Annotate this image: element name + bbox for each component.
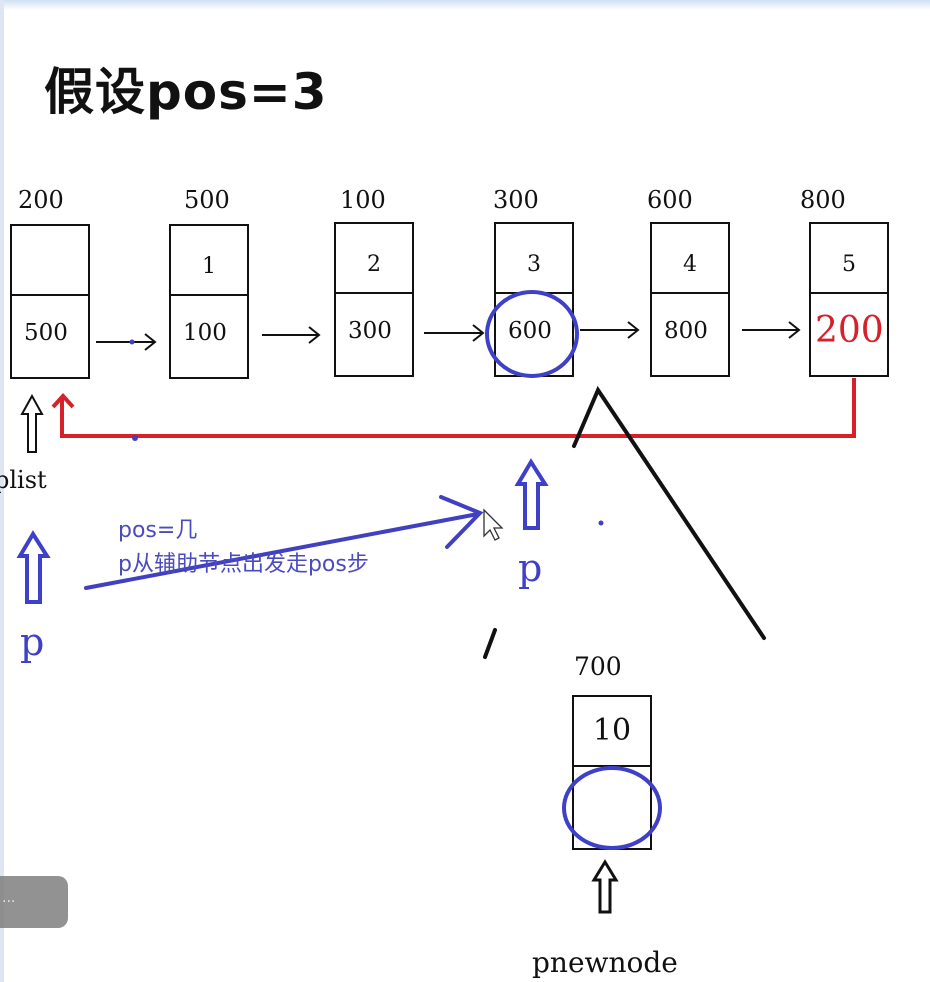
video-overlay-chip[interactable]: ... bbox=[0, 876, 68, 928]
window-left-edge bbox=[0, 0, 4, 982]
node-next-value: 500 bbox=[24, 320, 68, 346]
node-4-address: 600 bbox=[647, 186, 693, 214]
node-next-cell: 100 bbox=[171, 296, 247, 377]
node-next-cell: 600 bbox=[496, 294, 572, 375]
node-next-value: 100 bbox=[183, 320, 227, 346]
window-top-strip bbox=[0, 0, 930, 10]
list-node-2: 2 300 bbox=[334, 222, 414, 377]
node-2-address: 100 bbox=[340, 186, 386, 214]
new-node-address: 700 bbox=[574, 652, 622, 681]
node-data-value: 2 bbox=[367, 252, 381, 277]
node-data-cell: 1 bbox=[171, 226, 247, 296]
note-line-1: pos=几 bbox=[118, 518, 198, 543]
node-next-value: 600 bbox=[508, 318, 552, 344]
mouse-cursor-icon bbox=[483, 508, 504, 541]
node-next-cell: 800 bbox=[652, 294, 728, 375]
arrow-head bbox=[472, 324, 485, 342]
node-data-value: 4 bbox=[683, 252, 697, 277]
plist-label: plist bbox=[0, 466, 47, 494]
node-next-cell: 500 bbox=[12, 296, 88, 377]
node-3-address: 300 bbox=[493, 186, 539, 214]
node-next-cell: 300 bbox=[336, 294, 412, 375]
red-circular-link bbox=[51, 378, 856, 438]
node-next-value: 300 bbox=[348, 318, 392, 344]
node-next-value: 800 bbox=[664, 318, 708, 344]
node-data-value: 10 bbox=[592, 713, 632, 748]
highlight-circle-node3 bbox=[485, 290, 579, 378]
next-arrows bbox=[96, 321, 801, 351]
node-data-value: 5 bbox=[842, 252, 856, 277]
pnewnode-label: pnewnode bbox=[532, 946, 678, 979]
p-pointer-arrow-mid bbox=[514, 458, 549, 530]
dot-mark bbox=[598, 520, 604, 526]
node-data-value: 3 bbox=[527, 252, 541, 277]
arrow-head bbox=[308, 326, 321, 344]
plist-pointer-arrow bbox=[20, 393, 44, 453]
pnewnode-pointer-arrow bbox=[591, 859, 619, 914]
node-next-cell: 200 bbox=[811, 294, 887, 375]
p-pointer-arrow-left bbox=[16, 530, 51, 604]
arrow-head bbox=[144, 333, 157, 351]
node-data-value: 1 bbox=[202, 254, 216, 279]
list-node-4: 4 800 bbox=[650, 222, 730, 377]
node-data-cell: 5 bbox=[811, 224, 887, 294]
slide-title: 假设pos=3 bbox=[44, 63, 328, 121]
list-node-1: 1 100 bbox=[169, 224, 249, 379]
dot-mark bbox=[132, 435, 138, 441]
node-5-address: 800 bbox=[800, 186, 846, 214]
note-line-2: p从辅助节点出发走pos步 bbox=[118, 552, 369, 577]
list-node-5: 5 200 bbox=[809, 222, 889, 377]
node-data-cell: 4 bbox=[652, 224, 728, 294]
p-label-mid: p bbox=[518, 546, 543, 590]
node-next-value: 200 bbox=[815, 310, 884, 351]
dot-mark bbox=[129, 339, 135, 345]
node-data-cell bbox=[12, 226, 88, 296]
highlight-circle-newnode bbox=[562, 766, 662, 850]
arrow-head bbox=[627, 321, 640, 339]
overlay-text: ... bbox=[2, 890, 16, 906]
node-0-address: 200 bbox=[18, 186, 64, 214]
node-data-cell: 2 bbox=[336, 224, 412, 294]
p-label-left: p bbox=[20, 620, 45, 664]
arrow-head bbox=[788, 321, 801, 339]
node-1-address: 500 bbox=[184, 186, 230, 214]
move-arrow bbox=[84, 495, 484, 590]
list-node-head: 500 bbox=[10, 224, 90, 379]
freehand-strokes bbox=[483, 385, 766, 659]
